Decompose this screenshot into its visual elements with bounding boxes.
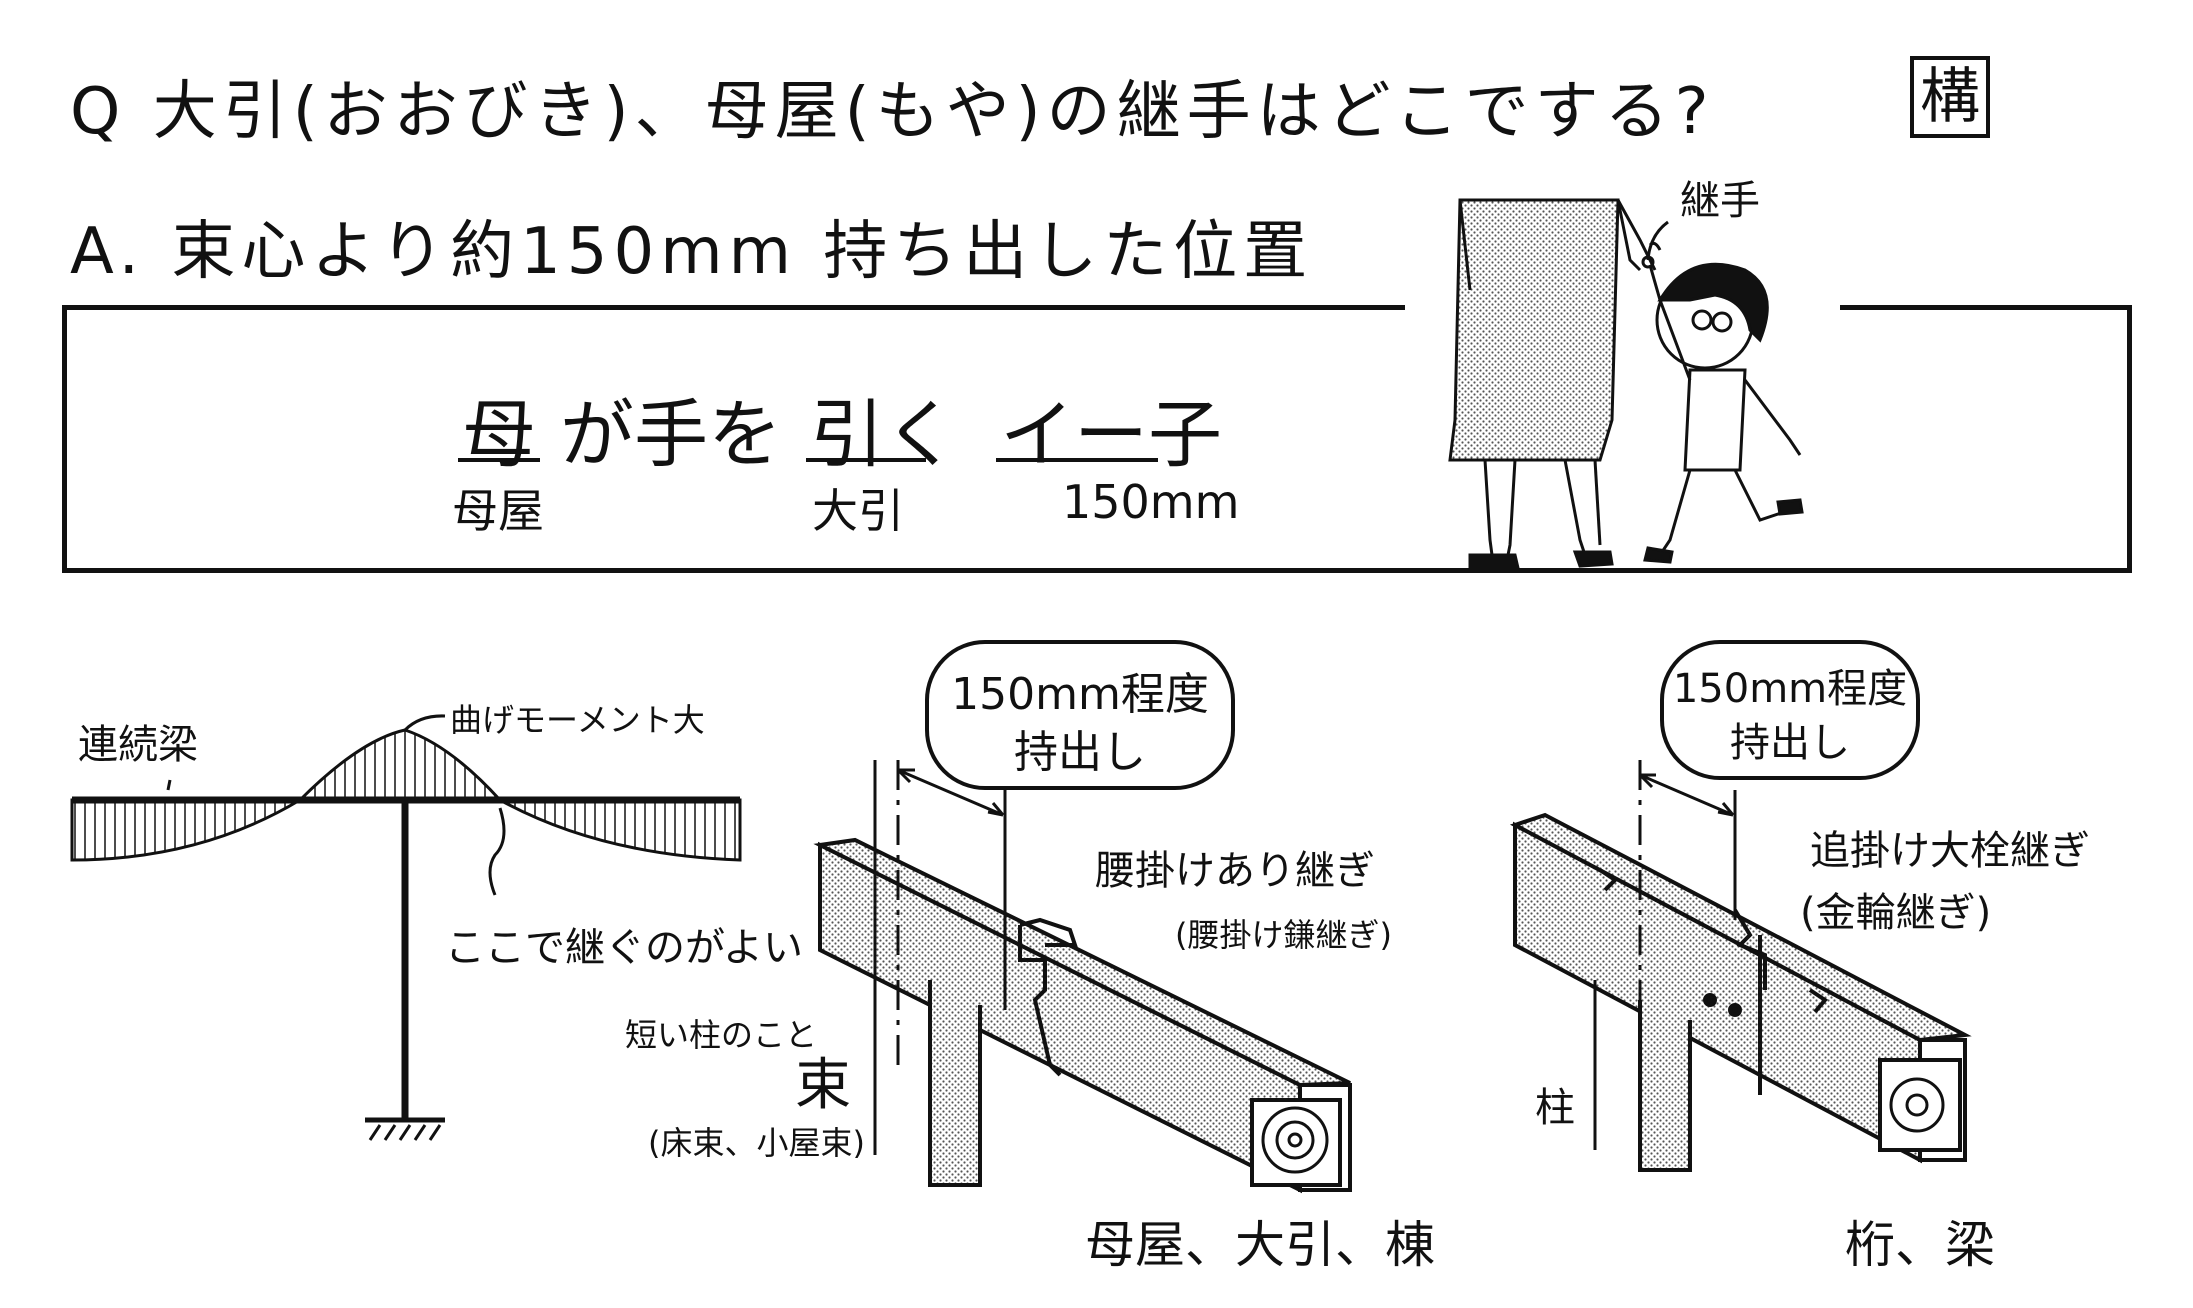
right-beam-drawing [1509,760,1972,1172]
joint-type-right: 追掛け大栓継ぎ [1810,828,2090,874]
callout-middle-line2: 持出し [1014,727,1146,778]
mnemonic-sub-150mm: 150mm [1062,475,1240,529]
post-examples: (床束、小屋束) [648,1124,865,1162]
right-caption: 桁、梁 [1845,1216,1995,1274]
post-label-tsuka: 束 [795,1053,851,1118]
mnemonic-word-pull: 引く [810,392,958,478]
underline-pull [806,458,926,462]
question-text: Q 大引(おおびき)、母屋(もや)の継手はどこでする? [70,75,1715,149]
joint-location-label: ここで継ぐのがよい [445,925,803,971]
max-moment-label: 曲げモーメント大 [450,701,705,739]
mnemonic-word-hand: が手を [560,392,782,478]
answer-text: A. 束心より約150mm 持ち出した位置 [70,215,1314,289]
mother-figure [1448,198,1657,570]
mnemonic-word-child: イー子 [1000,392,1222,478]
post-note: 短い柱のこと [625,1016,818,1054]
overhang-callout-middle: 150mm程度 持出し [925,640,1235,790]
underline-mother [458,458,540,462]
child-figure [1643,241,1804,564]
mnemonic-box [62,305,2132,573]
middle-beam-drawing [813,760,1352,1194]
underline-child [996,458,1158,462]
middle-caption: 母屋、大引、棟 [1085,1216,1435,1274]
mnemonic-word-mother: 母 [462,392,536,478]
callout-right-line1: 150mm程度 [1672,666,1908,712]
callout-right-line2: 持出し [1730,720,1850,766]
mnemonic-sub-obiki: 大引 [812,484,904,538]
joint-label: 継手 [1680,178,1760,224]
joint-type-middle-alt: (腰掛け鎌継ぎ) [1175,916,1392,954]
category-badge: 構 [1910,56,1990,138]
post-label-hashira: 柱 [1535,1085,1575,1131]
continuous-beam-label: 連続梁 [78,722,198,768]
joint-type-middle: 腰掛けあり継ぎ [1095,848,1375,894]
joint-pointer [1646,220,1669,261]
callout-middle-line1: 150mm程度 [951,669,1209,720]
moment-diagram [70,714,742,1141]
mnemonic-sub-moya: 母屋 [452,484,544,538]
joint-type-right-alt: (金輪継ぎ) [1800,890,1992,936]
overhang-callout-right: 150mm程度 持出し [1660,640,1920,780]
